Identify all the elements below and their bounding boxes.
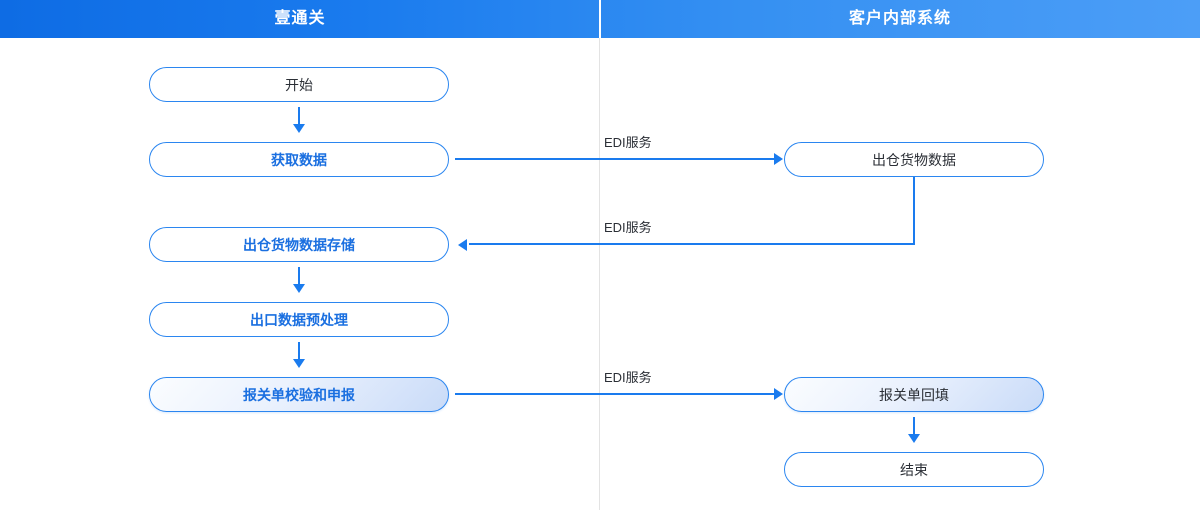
node-declare-verify[interactable]: 报关单校验和申报 [149,377,449,412]
connector-start-to-fetch-arrow-icon [293,124,305,133]
connector-fill-to-end-arrow-icon [908,434,920,443]
connector-cargo-to-store-vline [913,177,915,245]
header-divider [599,0,601,38]
node-end[interactable]: 结束 [784,452,1044,487]
connector-cargo-to-store-hline [469,243,915,245]
node-start[interactable]: 开始 [149,67,449,102]
lane-header-title-left: 壹通关 [274,10,326,27]
node-declare-fill[interactable]: 报关单回填 [784,377,1044,412]
node-cargo-data[interactable]: 出仓货物数据 [784,142,1044,177]
node-store-cargo-data[interactable]: 出仓货物数据存储 [149,227,449,262]
node-fetch-data[interactable]: 获取数据 [149,142,449,177]
lane-header-title-right: 客户内部系统 [848,10,951,27]
node-preprocess[interactable]: 出口数据预处理 [149,302,449,337]
connector-store-to-preprocess-line [298,267,300,286]
connector-fill-to-end-line [913,417,915,436]
connector-declare-to-fill-arrow-icon [774,388,783,400]
connector-cargo-to-store-arrow-icon [458,239,467,251]
lane-divider [599,38,600,510]
connector-store-to-preprocess-arrow-icon [293,284,305,293]
connector-preprocess-to-declare-arrow-icon [293,359,305,368]
edge-label-edi-3: EDI服务 [604,370,652,385]
edge-label-edi-1: EDI服务 [604,135,652,150]
connector-fetch-to-cargo-line [455,158,775,160]
edge-label-edi-2: EDI服务 [604,220,652,235]
connector-fetch-to-cargo-arrow-icon [774,153,783,165]
connector-preprocess-to-declare-line [298,342,300,361]
connector-declare-to-fill-line [455,393,775,395]
connector-start-to-fetch-line [298,107,300,126]
